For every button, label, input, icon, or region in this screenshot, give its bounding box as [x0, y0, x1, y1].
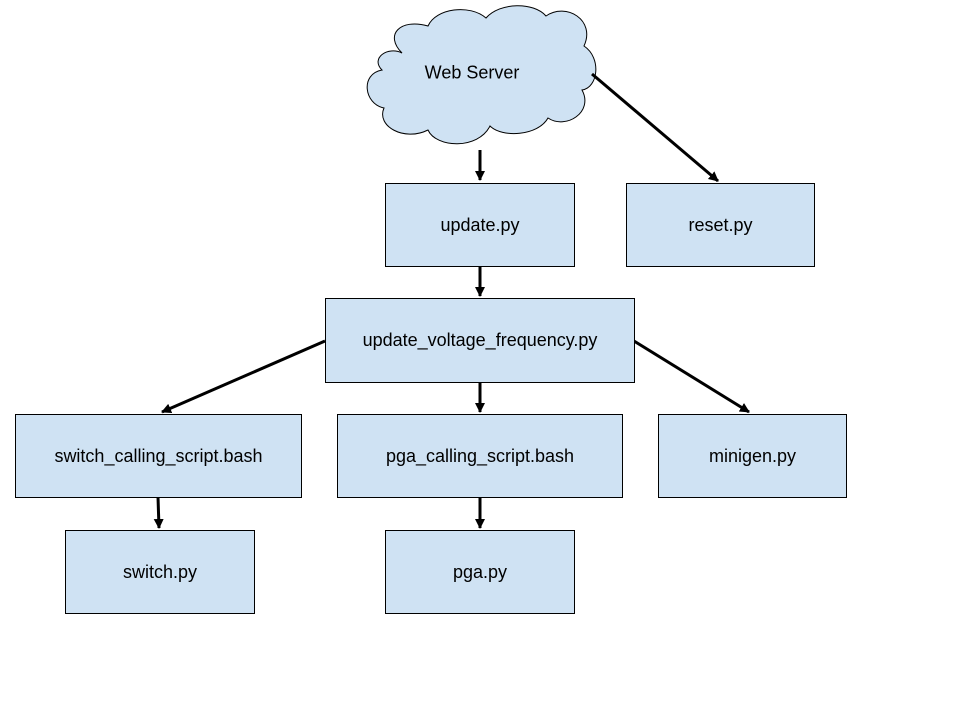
node-reset: reset.py — [626, 183, 815, 267]
node-switch-calling-script: switch_calling_script.bash — [15, 414, 302, 498]
node-pga-label: pga.py — [452, 561, 508, 582]
node-switch-label: switch.py — [122, 561, 198, 582]
edge-uvf-to-switch-calling — [161, 339, 326, 414]
edge-switch-calling-to-switch — [153, 496, 164, 529]
node-pga: pga.py — [385, 530, 575, 614]
edge-uvf-to-minigen — [633, 339, 750, 414]
node-pga-calling-script-label: pga_calling_script.bash — [385, 445, 575, 466]
edge-webserver-to-reset — [591, 72, 719, 183]
node-minigen: minigen.py — [658, 414, 847, 498]
node-update-voltage-frequency-label: update_voltage_frequency.py — [362, 330, 598, 350]
node-update-label: update.py — [440, 214, 520, 235]
web-server-label: Web Server — [424, 62, 520, 83]
node-pga-calling-script: pga_calling_script.bash — [337, 414, 623, 498]
node-update: update.py — [385, 183, 575, 267]
web-server-cloud — [366, 5, 597, 145]
node-switch-calling-script-label: switch_calling_script.bash — [54, 445, 263, 466]
edges — [153, 72, 750, 529]
node-minigen-label: minigen.py — [708, 445, 797, 466]
node-update-voltage-frequency: update_voltage_frequency.py — [325, 298, 635, 383]
node-switch: switch.py — [65, 530, 255, 614]
node-reset-label: reset.py — [688, 214, 753, 235]
